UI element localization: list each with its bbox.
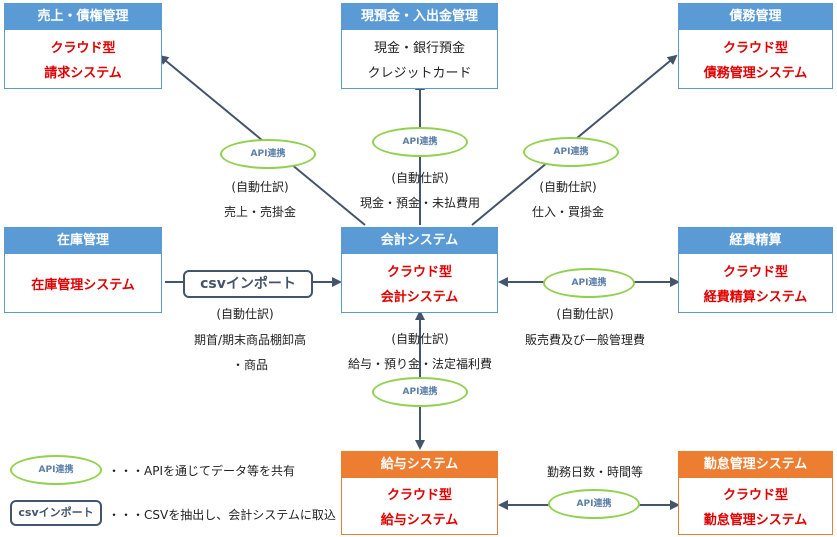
box-accounting-line2: 会計システム — [380, 290, 459, 305]
box-accounting: 会計システム クラウド型 会計システム — [341, 227, 498, 313]
box-cash-line1: 現金・銀行預金 — [373, 41, 465, 56]
api-pill-debt: API連携 — [523, 137, 619, 167]
label-expense-journal: (自動仕訳) — [556, 307, 614, 321]
label-cash-accounts: 現金・預金・未払費用 — [359, 196, 480, 210]
api-pill-attendance: API連携 — [548, 489, 640, 519]
box-sales-line1: クラウド型 — [50, 41, 116, 56]
box-debt-title: 債務管理 — [679, 4, 832, 30]
box-accounting-line1: クラウド型 — [386, 265, 452, 280]
box-debt-line1: クラウド型 — [722, 41, 788, 56]
label-payroll-accounts: 給与・預り金・法定福利費 — [347, 357, 492, 371]
label-expense-accounts: 販売費及び一般管理費 — [524, 333, 645, 347]
api-pill-payroll: API連携 — [372, 377, 468, 407]
box-sales: 売上・債権管理 クラウド型 請求システム — [4, 3, 162, 89]
api-pill-sales: API連携 — [220, 139, 316, 169]
box-sales-line2: 請求システム — [44, 66, 122, 81]
box-payroll-title: 給与システム — [342, 452, 497, 478]
box-expense: 経費精算 クラウド型 経費精算システム — [678, 227, 833, 313]
box-expense-title: 経費精算 — [679, 228, 832, 254]
label-attendance-data: 勤務日数・時間等 — [546, 465, 643, 479]
label-payroll-journal: (自動仕訳) — [391, 332, 449, 346]
label-debt-journal: (自動仕訳) — [539, 180, 597, 194]
legend-csv-desc: ・・・CSVを抽出し、会計システムに取込 — [108, 508, 336, 522]
csv-import-badge: csvインポート — [183, 270, 313, 298]
box-expense-line2: 経費精算システム — [703, 290, 808, 305]
box-accounting-title: 会計システム — [342, 228, 497, 254]
box-expense-line1: クラウド型 — [722, 265, 788, 280]
box-cash-title: 現預金・入出金管理 — [342, 4, 497, 30]
box-inventory: 在庫管理 在庫管理システム — [4, 227, 162, 313]
box-cash-line2: クレジットカード — [367, 66, 472, 81]
box-payroll: 給与システム クラウド型 給与システム — [341, 451, 498, 535]
box-payroll-line2: 給与システム — [380, 513, 459, 528]
box-debt-line2: 債務管理システム — [703, 66, 808, 81]
box-sales-title: 売上・債権管理 — [5, 4, 161, 30]
box-attendance-line2: 勤怠管理システム — [703, 513, 808, 528]
box-payroll-line1: クラウド型 — [386, 488, 452, 503]
legend-csv-badge: csvインポート — [10, 500, 102, 526]
box-attendance-title: 勤怠管理システム — [679, 452, 832, 478]
label-inventory-journal: (自動仕訳) — [216, 307, 274, 321]
label-sales-journal: (自動仕訳) — [231, 180, 289, 194]
box-debt: 債務管理 クラウド型 債務管理システム — [678, 3, 833, 89]
label-inventory-goods: ・商品 — [231, 358, 268, 372]
label-inventory-accounts: 期首/期末商品棚卸高 — [193, 333, 307, 347]
api-pill-expense: API連携 — [543, 268, 635, 298]
box-attendance: 勤怠管理システム クラウド型 勤怠管理システム — [678, 451, 833, 535]
legend-api-desc: ・・・APIを通じてデータ等を共有 — [108, 464, 295, 478]
box-inventory-line1: 在庫管理システム — [31, 277, 135, 293]
legend-api-pill: API連携 — [10, 455, 102, 485]
box-inventory-title: 在庫管理 — [5, 228, 161, 254]
label-debt-accounts: 仕入・買掛金 — [531, 205, 604, 219]
box-cash: 現預金・入出金管理 現金・銀行預金 クレジットカード — [341, 3, 498, 89]
box-attendance-line1: クラウド型 — [722, 488, 788, 503]
api-pill-cash: API連携 — [372, 127, 468, 157]
label-cash-journal: (自動仕訳) — [391, 171, 449, 185]
label-sales-accounts: 売上・売掛金 — [223, 205, 296, 219]
